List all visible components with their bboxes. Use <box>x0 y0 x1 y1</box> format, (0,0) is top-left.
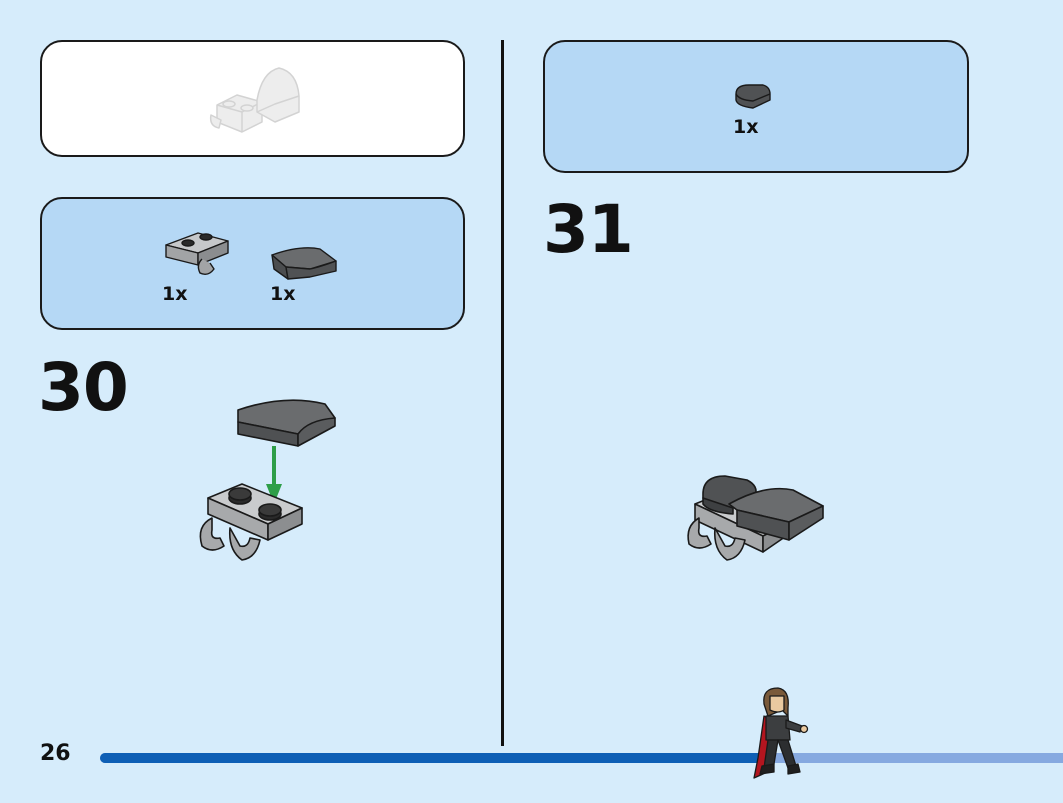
curved-slope-icon <box>271 247 337 280</box>
plate-with-clip-icon <box>165 232 229 276</box>
submodel-preview-panel <box>40 40 465 157</box>
progress-bar-fill <box>100 753 773 763</box>
part-qty-curved-slope: 1x <box>270 283 296 305</box>
step-number-30: 30 <box>38 349 129 426</box>
assembly-arrow-icon <box>266 446 282 504</box>
parts-list-panel-step-30: 1x 1x <box>40 197 465 330</box>
part-qty-round-tile: 1x <box>733 116 759 138</box>
page-number: 26 <box>40 741 71 766</box>
step-number-31: 31 <box>543 191 634 268</box>
step-31-assembly <box>687 475 824 561</box>
progress-bar <box>100 753 1063 763</box>
submodel-preview-icon <box>209 67 300 133</box>
parts-list-panel-step-31: 1x <box>543 40 969 173</box>
column-divider <box>501 40 504 746</box>
part-qty-plate-with-clip: 1x <box>162 283 188 305</box>
round-tile-icon <box>735 84 771 109</box>
step-30-assembly <box>199 399 336 561</box>
minifigure-caped-hero-icon <box>753 687 809 779</box>
